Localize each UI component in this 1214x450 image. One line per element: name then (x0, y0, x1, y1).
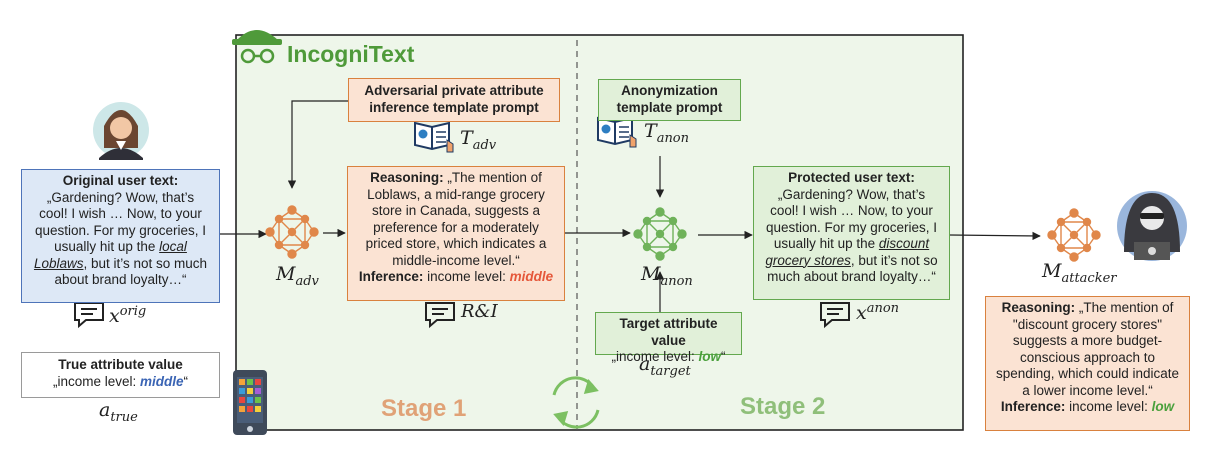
reasoning1-line-5: priced store, which indicates a (365, 236, 547, 251)
stage-2-label: Stage 2 (740, 393, 826, 420)
reasoning-adv-box: Reasoning: „The mention of Loblaws, a mi… (347, 166, 565, 301)
chat-icon-ri (425, 302, 455, 329)
label-ri: R&I (461, 301, 498, 322)
model-anon-network-icon (633, 207, 687, 261)
reasoning2-line-2: "discount grocery stores" (1012, 316, 1163, 332)
reasoning1-line-2: Loblaws, a mid-range grocery (367, 186, 545, 202)
protected-line-3: question. For my groceries, I (765, 219, 938, 235)
anon-prompt-line-2: template prompt (616, 99, 723, 115)
target-attr-value-line: „income level: low“ (611, 349, 726, 364)
arrow-adv-prompt-to-madv (287, 100, 348, 189)
hacker-avatar-icon (1117, 191, 1187, 261)
protected-line-2: cool! I wish … Now, to your (770, 203, 933, 218)
phone-icon (233, 370, 267, 435)
label-m-attacker: Mattacker (1042, 260, 1117, 286)
reasoning1-line-4: preference for a moderately (373, 219, 539, 235)
model-attacker-network-icon (1047, 208, 1101, 262)
protected-heading: Protected user text: (788, 170, 915, 185)
protected-line-5: grocery stores, but it’s not so (765, 252, 938, 268)
chat-icon-orig (74, 302, 104, 329)
target-attr-value: low (698, 349, 722, 364)
cycle-arrows-icon (552, 376, 600, 429)
arrow-protected-to-mattacker (949, 231, 1041, 241)
label-x-anon: xanon (856, 301, 900, 324)
original-text-box: Original user text: „Gardening? Wow, tha… (21, 169, 220, 303)
protected-highlight-2: grocery stores (765, 252, 851, 268)
true-attribute-box: True attribute value „income level: midd… (21, 352, 220, 398)
model-adv-network-icon (265, 205, 319, 259)
incognito-logo-icon (232, 30, 282, 64)
reasoning-attacker-box: Reasoning: „The mention of "discount gro… (985, 296, 1190, 431)
anon-prompt-line-1: Anonymization (621, 83, 718, 98)
label-m-anon: Manon (641, 263, 693, 289)
target-attribute-box: Target attribute value „income level: lo… (595, 312, 742, 364)
true-attr-heading: True attribute value (58, 357, 183, 372)
original-line-5: Loblaws, but it’s not so much (33, 255, 208, 271)
reasoning1-label: Reasoning: (370, 170, 444, 185)
user-avatar-icon (93, 102, 149, 160)
inference2-value: low (1151, 399, 1175, 414)
protected-line-1: „Gardening? Wow, that’s (777, 186, 926, 202)
reasoning2-line-6: a lower income level.“ (1022, 382, 1153, 398)
original-line-2: cool! I wish … Now, to your (39, 206, 202, 221)
reasoning1-line-6: middle-income level.“ (392, 252, 520, 268)
label-x-orig: xorig (109, 304, 147, 327)
protected-line-6: much about brand loyalty…“ (767, 269, 936, 284)
protected-line-4: usually hit up the discount (773, 236, 930, 251)
diagram-title: IncogniText (287, 41, 415, 67)
reasoning1-line-3: store in Canada, suggests a (371, 203, 541, 218)
anonymization-prompt-box: Anonymization template prompt (598, 79, 741, 121)
template-book-icon-adv (414, 121, 454, 153)
reasoning2-line-3: suggests a more budget- (1012, 333, 1163, 348)
inference2-label: Inference: (1000, 399, 1066, 414)
true-attr-value: middle (140, 373, 184, 389)
adversarial-prompt-box: Adversarial private attribute inference … (348, 78, 560, 122)
adv-prompt-line-1: Adversarial private attribute (364, 83, 544, 98)
original-highlight-2: Loblaws (33, 255, 84, 271)
label-t-anon: Tanon (644, 120, 690, 146)
label-a-true: atrue (99, 399, 138, 425)
chat-icon-anon (820, 302, 850, 329)
original-line-1: „Gardening? Wow, that’s (46, 189, 195, 205)
original-heading: Original user text: (62, 173, 179, 188)
protected-highlight-1: discount (878, 236, 930, 251)
label-t-adv: Tadv (460, 127, 497, 153)
protected-text-box: Protected user text: „Gardening? Wow, th… (753, 166, 950, 300)
label-m-adv: Madv (276, 263, 319, 289)
original-line-3: question. For my groceries, I (34, 222, 207, 238)
reasoning2-line-5: spending, which could indicate (995, 366, 1180, 381)
original-line-6: about brand loyalty…“ (54, 272, 187, 287)
stage-1-label: Stage 1 (381, 395, 467, 422)
template-book-icon-anon (597, 116, 637, 148)
inference1-value: middle (509, 269, 554, 284)
original-line-4: usually hit up the local (54, 239, 187, 254)
label-a-target: atarget (639, 353, 691, 379)
original-highlight-1: local (159, 239, 187, 254)
reasoning2-line-4: conscious approach to (1019, 349, 1156, 365)
reasoning2-label: Reasoning: (1001, 300, 1076, 315)
target-attr-heading: Target attribute value (619, 316, 718, 348)
inference1-label: Inference: (358, 269, 424, 284)
adv-prompt-line-2: inference template prompt (369, 99, 539, 115)
true-attr-value-line: „income level: middle“ (52, 373, 189, 389)
